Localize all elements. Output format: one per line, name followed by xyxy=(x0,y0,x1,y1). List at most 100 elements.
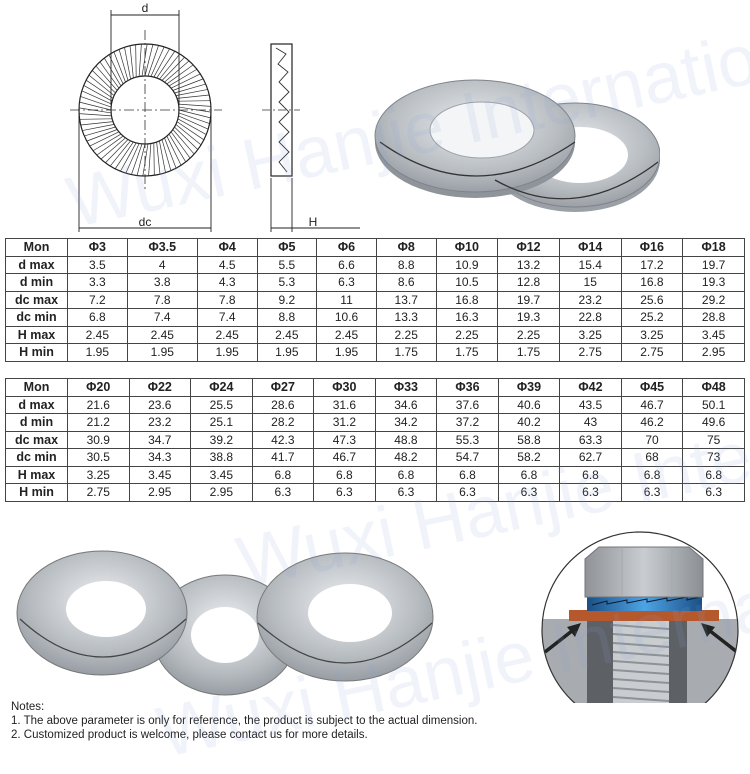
table-cell: 6.8 xyxy=(436,465,499,484)
table-cell: 30.5 xyxy=(67,448,130,467)
table-cell: 8.8 xyxy=(256,308,318,327)
table-cell: 6.8 xyxy=(497,465,561,484)
lock-washer-pair xyxy=(587,597,702,611)
table-cell: 40.2 xyxy=(497,413,561,432)
table-cell: 1.95 xyxy=(256,343,318,362)
table-cell: 68 xyxy=(620,448,684,467)
table-cell: 19.7 xyxy=(682,255,745,274)
table-cell: 10.6 xyxy=(316,308,377,327)
table-cell: 4.3 xyxy=(196,273,258,292)
table-cell: 7.2 xyxy=(67,290,128,309)
table-cell: 31.2 xyxy=(313,413,376,432)
table-cell: 3.45 xyxy=(128,465,192,484)
washer-pair-photo xyxy=(374,79,660,212)
row-label: d min xyxy=(5,273,68,292)
table-cell: 2.75 xyxy=(558,343,622,362)
column-header-size: Φ42 xyxy=(559,378,622,397)
table-cell: 46.7 xyxy=(313,448,376,467)
table-cell: 73 xyxy=(682,448,745,467)
table-cell: 47.3 xyxy=(313,430,376,449)
column-header-size: Φ12 xyxy=(497,238,560,257)
table-cell: 22.8 xyxy=(558,308,622,327)
table-cell: 3.45 xyxy=(682,325,745,344)
washer-trio-photo xyxy=(16,550,434,696)
table-cell: 6.8 xyxy=(251,465,315,484)
table-cell: 15 xyxy=(558,273,622,292)
row-label: H min xyxy=(5,343,68,362)
note-item: 2. Customized product is welcome, please… xyxy=(11,729,368,741)
row-label: H max xyxy=(5,465,68,484)
column-header-size: Φ48 xyxy=(682,378,745,397)
table-cell: 3.25 xyxy=(67,465,130,484)
table-cell: 25.2 xyxy=(620,308,684,327)
table-cell: 55.3 xyxy=(436,430,499,449)
column-header-size: Φ27 xyxy=(251,378,315,397)
table-cell: 43 xyxy=(559,413,622,432)
table-cell: 34.3 xyxy=(128,448,192,467)
table-cell: 75 xyxy=(682,430,745,449)
table-cell: 63.3 xyxy=(559,430,622,449)
column-header-size: Φ10 xyxy=(435,238,499,257)
table-cell: 42.3 xyxy=(251,430,315,449)
table-cell: 3.8 xyxy=(126,273,198,292)
table-cell: 28.8 xyxy=(682,308,745,327)
table-cell: 19.7 xyxy=(497,290,560,309)
table-cell: 13.7 xyxy=(375,290,437,309)
column-header-size: Φ39 xyxy=(497,378,561,397)
table-cell: 6.8 xyxy=(313,465,376,484)
table-cell: 2.75 xyxy=(620,343,684,362)
table-cell: 70 xyxy=(620,430,684,449)
column-header-size: Φ3.5 xyxy=(126,238,198,257)
table-cell: 8.6 xyxy=(375,273,437,292)
row-label: H min xyxy=(5,483,68,502)
table-cell: 2.95 xyxy=(128,483,192,502)
column-header-size: Φ20 xyxy=(67,378,130,397)
table-cell: 37.2 xyxy=(436,413,499,432)
row-label: d max xyxy=(5,395,68,414)
table-cell: 1.95 xyxy=(67,343,128,362)
row-label: d min xyxy=(5,413,68,432)
table-cell: 3.5 xyxy=(67,255,128,274)
bolt-thread xyxy=(612,619,670,703)
table-cell: 1.95 xyxy=(316,343,377,362)
label-h: H xyxy=(309,215,318,229)
table-cell: 11 xyxy=(316,290,377,309)
table-cell: 30.9 xyxy=(67,430,130,449)
column-header-size: Φ6 xyxy=(316,238,377,257)
column-header-size: Φ16 xyxy=(620,238,684,257)
table-cell: 2.45 xyxy=(316,325,377,344)
table-cell: 2.25 xyxy=(435,325,499,344)
table-cell: 2.45 xyxy=(196,325,258,344)
table-cell: 7.4 xyxy=(126,308,198,327)
table-cell: 34.6 xyxy=(374,395,438,414)
table-cell: 7.8 xyxy=(196,290,258,309)
table-cell: 6.3 xyxy=(436,483,499,502)
table-cell: 9.2 xyxy=(256,290,318,309)
table-cell: 13.2 xyxy=(497,255,560,274)
table-cell: 1.75 xyxy=(375,343,437,362)
table-cell: 25.1 xyxy=(190,413,253,432)
table-cell: 37.6 xyxy=(436,395,499,414)
column-header-size: Φ14 xyxy=(558,238,622,257)
table-cell: 6.3 xyxy=(559,483,622,502)
table-cell: 21.6 xyxy=(67,395,130,414)
row-label: dc min xyxy=(5,448,68,467)
table-cell: 1.75 xyxy=(435,343,499,362)
table-cell: 4.5 xyxy=(196,255,258,274)
table-cell: 6.6 xyxy=(316,255,377,274)
notes-section: Notes: 1. The above parameter is only fo… xyxy=(11,700,477,742)
column-header-size: Φ5 xyxy=(256,238,318,257)
table-cell: 19.3 xyxy=(497,308,560,327)
table-cell: 17.2 xyxy=(620,255,684,274)
table-cell: 6.3 xyxy=(497,483,561,502)
